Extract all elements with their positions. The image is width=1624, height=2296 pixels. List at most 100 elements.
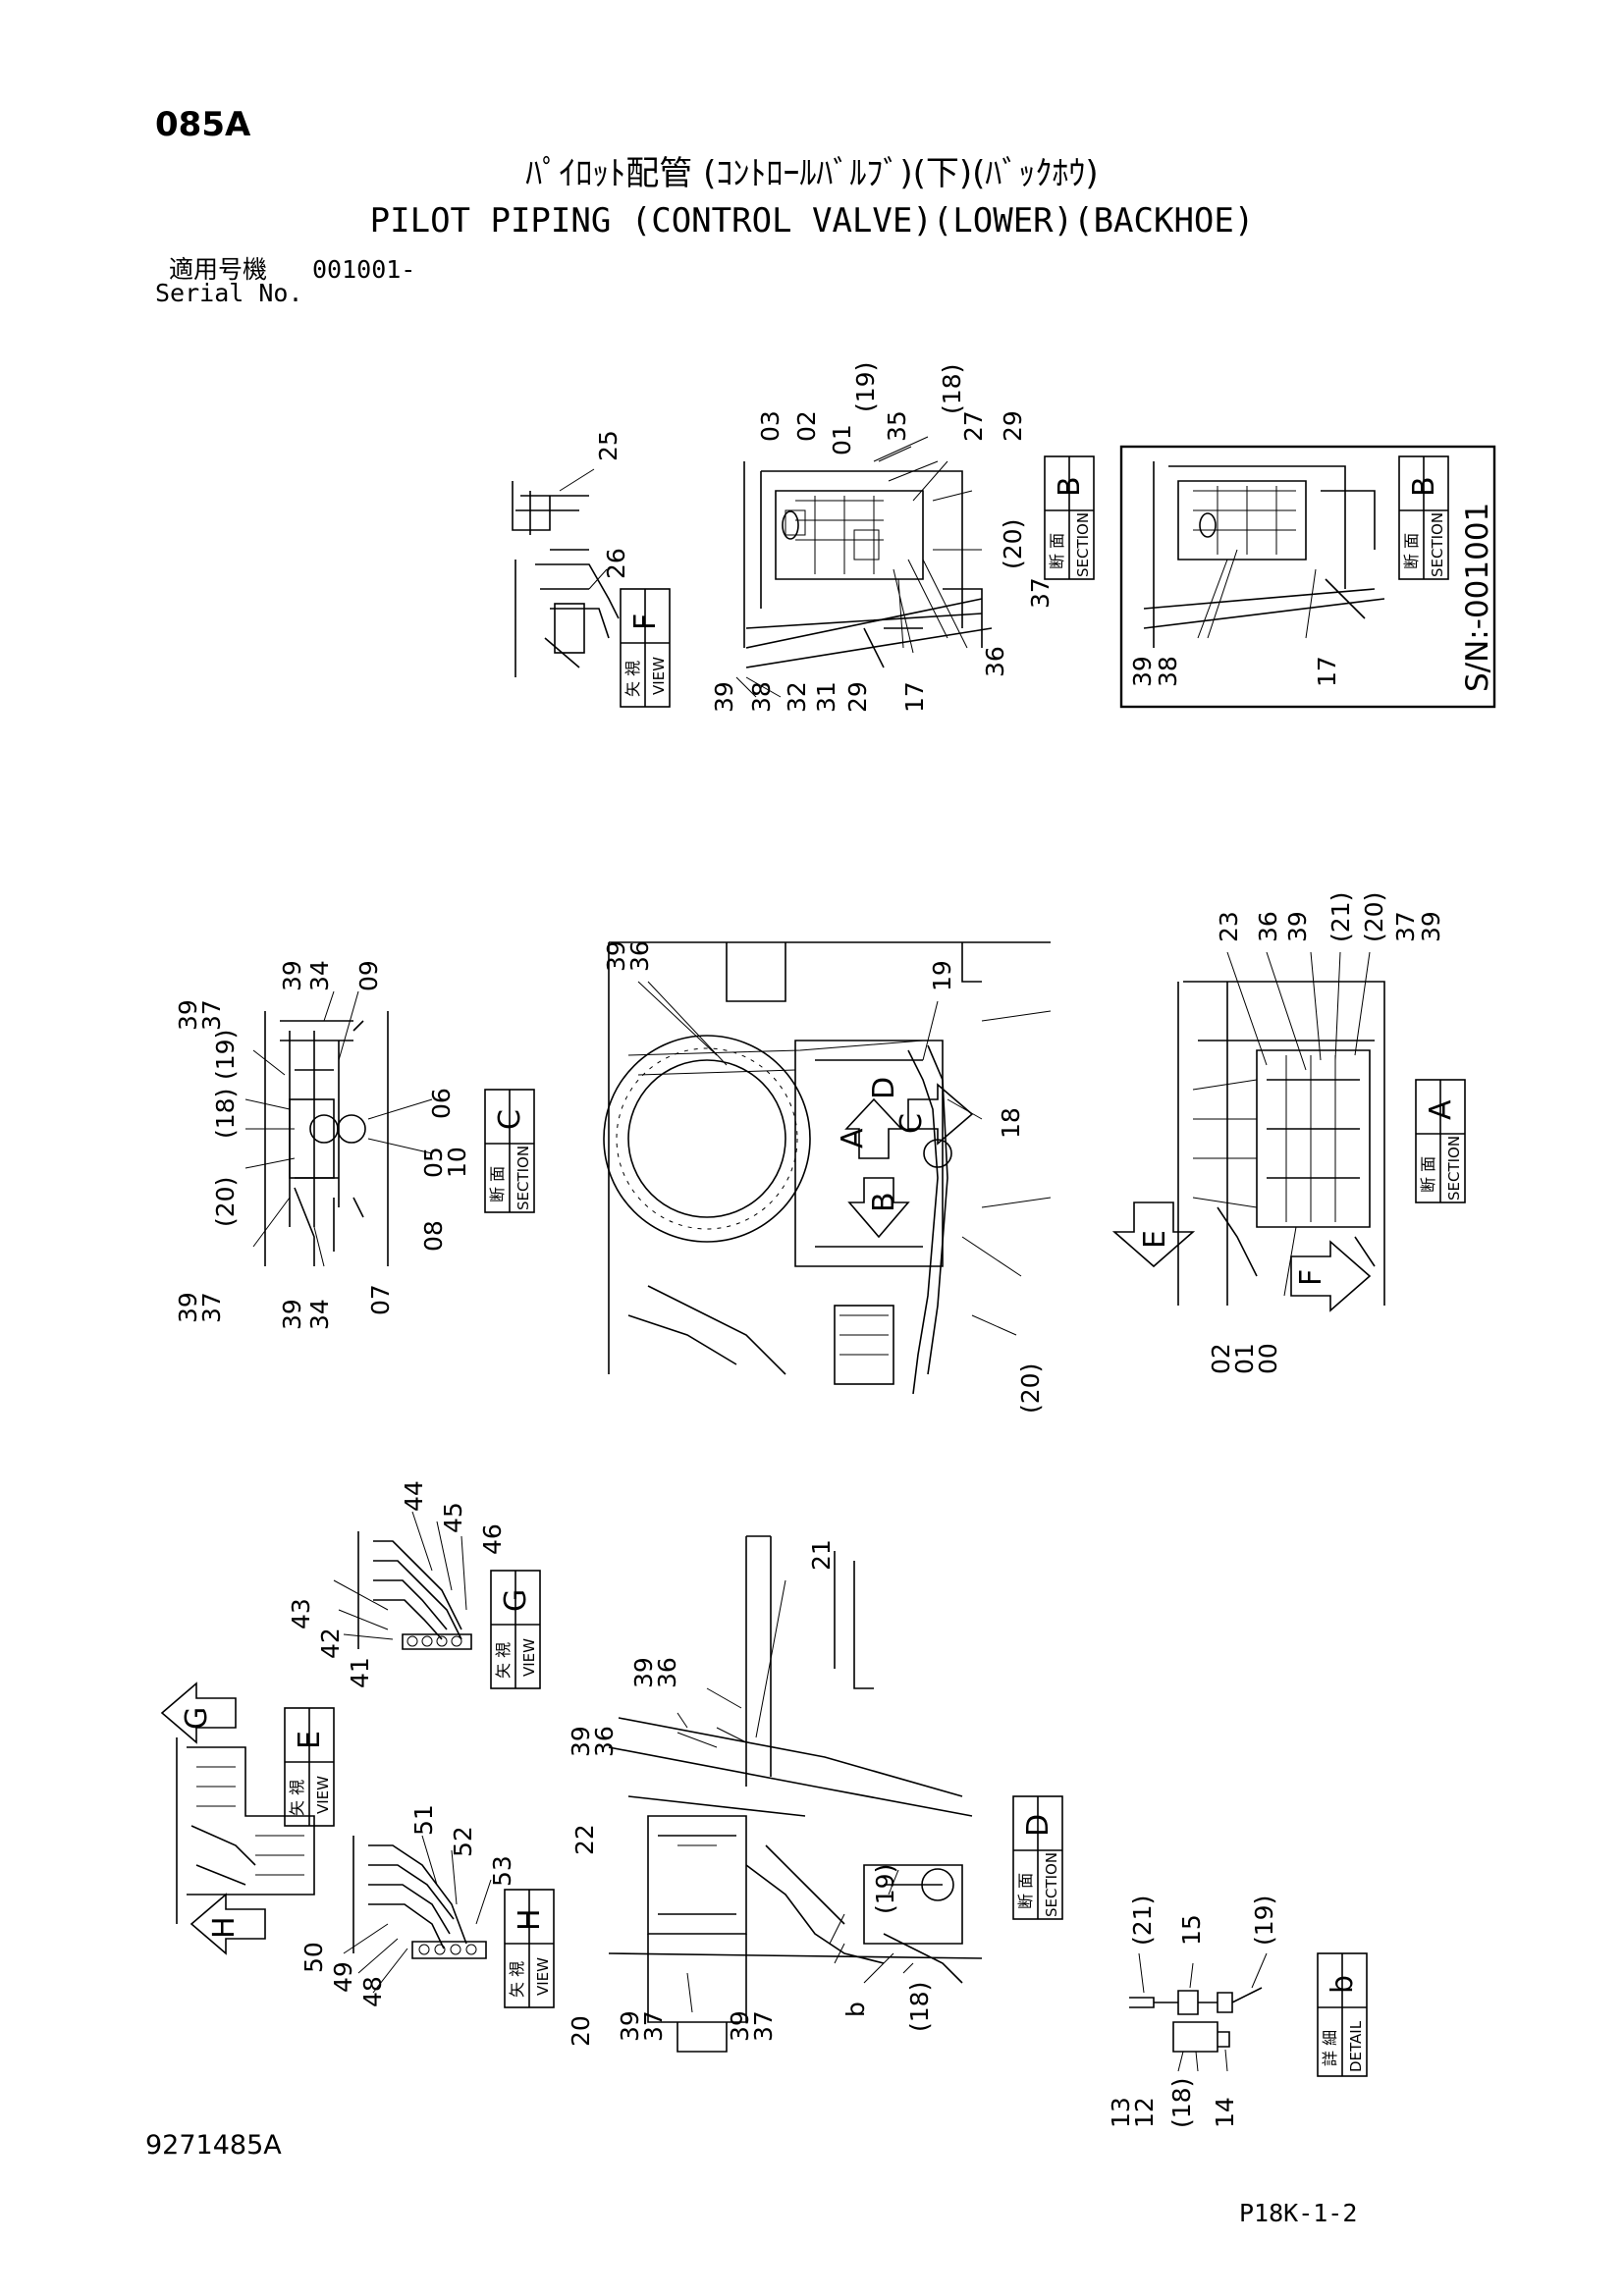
section-b-sn-word: SECTION <box>1429 512 1446 577</box>
section-d-part-18: (18) <box>905 1982 934 2032</box>
section-b-part-20: (20) <box>999 519 1027 569</box>
section-a-word: SECTION <box>1445 1136 1463 1201</box>
section-c-part-18: (18) <box>211 1089 240 1139</box>
view-g-kanji: 矢 視 <box>494 1642 513 1679</box>
view-e-word: VIEW <box>314 1776 332 1814</box>
section-a-part-01: 01 <box>1230 1343 1259 1374</box>
serial-label-english: Serial No. <box>155 279 303 307</box>
detail-b-kanji: 詳 細 <box>1321 2030 1339 2066</box>
view-g-part-46: 46 <box>478 1523 507 1555</box>
section-d-kanji: 断 面 <box>1016 1873 1035 1909</box>
section-b-part-38: 38 <box>747 681 776 713</box>
view-h-part-52: 52 <box>449 1826 477 1857</box>
view-g-word: VIEW <box>520 1638 538 1677</box>
section-b-part-17: 17 <box>900 681 929 713</box>
section-b-sn-label-box: B 断 面 SECTION <box>1398 455 1449 580</box>
section-b-label-box: B 断 面 SECTION <box>1044 455 1095 580</box>
section-c-kanji: 断 面 <box>488 1166 507 1202</box>
view-f-kanji: 矢 視 <box>623 661 642 697</box>
detail-b-part-12: 12 <box>1130 2097 1159 2128</box>
view-f-word: VIEW <box>650 657 668 695</box>
section-a-kanji: 断 面 <box>1419 1156 1437 1193</box>
section-d-part-b: b <box>841 2002 870 2017</box>
section-c-part-05: 05 <box>419 1147 448 1178</box>
section-d-part-39-b: 39 <box>567 1726 595 1757</box>
section-b-word: SECTION <box>1074 512 1092 577</box>
view-g-drawing: 44 45 46 43 42 41 <box>287 1480 507 1688</box>
main-view-arrow-a: A <box>836 1128 870 1148</box>
section-c-part-37-b: 37 <box>197 1292 226 1323</box>
section-d-word: SECTION <box>1043 1852 1060 1917</box>
detail-b-label-box: b 詳 細 DETAIL <box>1317 1952 1368 2077</box>
main-view-part-19: 19 <box>928 960 956 991</box>
section-b-part-03: 03 <box>756 410 785 442</box>
section-b-kanji: 断 面 <box>1048 533 1066 569</box>
section-c-part-39-a: 39 <box>174 999 202 1031</box>
view-h-label-box: H 矢 視 VIEW <box>504 1889 555 2008</box>
section-c-part-09: 09 <box>354 960 383 991</box>
view-h-part-50: 50 <box>299 1942 328 1973</box>
main-view-arrow-c: C <box>894 1113 929 1134</box>
section-b-sn-part-39: 39 <box>1128 656 1157 687</box>
main-view-part-18: 18 <box>997 1107 1025 1139</box>
detail-b-part-13: 13 <box>1107 2097 1135 2128</box>
detail-b-part-14: 14 <box>1211 2097 1239 2128</box>
main-view-part-36: 36 <box>625 940 654 972</box>
section-b-part-27: 27 <box>959 410 988 442</box>
section-b-sn-kanji: 断 面 <box>1402 533 1421 569</box>
section-a-part-02: 02 <box>1207 1343 1235 1374</box>
view-e-kanji: 矢 視 <box>288 1780 306 1816</box>
section-c-part-34-d: 34 <box>305 1299 334 1330</box>
detail-b-letter: b <box>1326 1975 1360 1994</box>
section-a-part-36: 36 <box>1254 911 1282 942</box>
view-f-part-26: 26 <box>602 548 630 579</box>
section-c-part-39-b: 39 <box>174 1292 202 1323</box>
view-h-word: VIEW <box>534 1957 552 1996</box>
section-b-part-37: 37 <box>1026 577 1055 609</box>
view-h-drawing: 51 52 53 50 49 48 <box>299 1804 516 2007</box>
section-c-part-06: 06 <box>427 1088 456 1119</box>
view-g-part-45: 45 <box>439 1502 467 1533</box>
main-view-part-39: 39 <box>602 940 630 972</box>
section-b-part-29-top: 29 <box>999 410 1027 442</box>
detail-b-part-19: (19) <box>1250 1896 1278 1946</box>
section-b-part-29-bottom: 29 <box>843 681 872 713</box>
section-b-part-19: (19) <box>851 362 880 412</box>
section-d-part-22: 22 <box>570 1824 599 1855</box>
section-c-part-19: (19) <box>211 1030 240 1080</box>
main-view-arrow-b: B <box>867 1192 901 1212</box>
section-c-part-39-d: 39 <box>278 1299 306 1330</box>
view-h-letter: H <box>513 1908 547 1931</box>
title-english: PILOT PIPING (CONTROL VALVE)(LOWER)(BACK… <box>369 201 1255 240</box>
section-c-word: SECTION <box>514 1146 532 1210</box>
section-c-drawing: 39 37 (20) (18) (19) 39 37 39 34 09 06 0… <box>174 960 471 1330</box>
page-code: 085A <box>155 105 251 144</box>
main-view-arrow-d: D <box>867 1077 901 1099</box>
section-b-sn-part-38: 38 <box>1154 656 1182 687</box>
detail-b-part-21: (21) <box>1128 1896 1157 1946</box>
section-c-part-39-c: 39 <box>278 960 306 991</box>
section-d-part-39-c: 39 <box>616 2010 644 2042</box>
section-a-part-23: 23 <box>1215 911 1243 942</box>
main-view-part-20: (20) <box>1016 1363 1045 1414</box>
view-e-label-box: E 矢 視 VIEW <box>284 1707 335 1827</box>
view-e-drawing: G H <box>160 1682 315 1955</box>
section-d-part-39-d: 39 <box>726 2010 754 2042</box>
section-b-part-31: 31 <box>812 681 840 713</box>
section-b-part-36: 36 <box>981 646 1009 677</box>
view-f-part-25: 25 <box>594 430 623 461</box>
view-g-part-44: 44 <box>400 1480 428 1512</box>
view-h-kanji: 矢 視 <box>508 1961 526 1998</box>
view-h-part-53: 53 <box>488 1855 516 1887</box>
detail-b-drawing: (21) 15 (19) 13 12 (18) 14 <box>1107 1896 1278 2128</box>
section-a-drawing: E F 23 36 39 (21) (20) 37 39 02 01 00 <box>1111 892 1445 1374</box>
main-view-drawing: A B C D 39 36 19 18 (20) <box>602 940 1052 1414</box>
section-d-part-37-d: 37 <box>749 2010 778 2042</box>
view-e-arrow-g: G <box>180 1707 214 1730</box>
section-b-sn-frame: 39 38 17 S/N:-001001 <box>1119 445 1496 709</box>
section-d-drawing: 21 39 36 39 36 22 (19) 20 39 37 39 37 b … <box>567 1535 983 2053</box>
section-c-part-07: 07 <box>366 1284 395 1315</box>
section-c-part-34-c: 34 <box>305 960 334 991</box>
view-f-drawing: 25 26 <box>512 430 630 677</box>
main-view-arrow-shape-a <box>844 1097 903 1159</box>
